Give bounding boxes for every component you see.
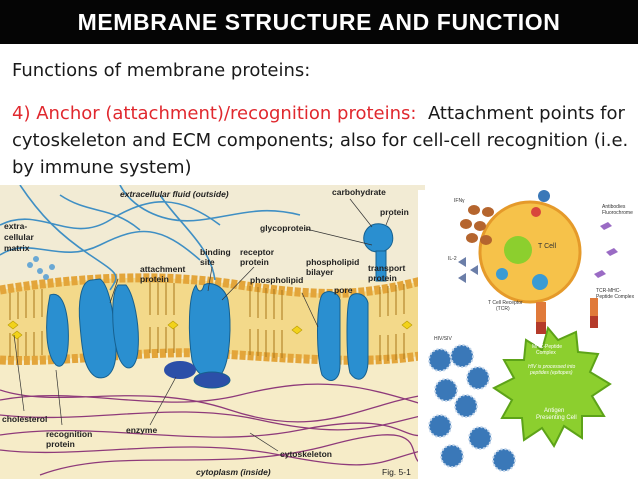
label-extracellular-matrix-1: extra-	[4, 221, 27, 231]
label-il2: IL-2	[448, 256, 457, 262]
receptor-protein	[188, 283, 231, 389]
label-cytoplasm: cytoplasm (inside)	[196, 467, 271, 477]
label-attachment-protein-2: protein	[140, 274, 169, 284]
label-mhc-peptide-1: MHC-Peptide	[532, 344, 562, 350]
label-tcr-1: T Cell Receptor	[488, 300, 523, 306]
label-extracellular-matrix-2: cellular	[4, 232, 34, 242]
immune-diagram: IFNγ IL-2 T Cell Antibodies Fluorochrome…	[418, 190, 638, 479]
label-recognition-protein-1: recognition	[46, 429, 92, 439]
label-recognition-protein-2: protein	[46, 439, 75, 449]
label-apc-2: Presenting Cell	[536, 415, 577, 421]
label-binding-site-1: binding	[200, 247, 231, 257]
label-enzyme: enzyme	[126, 425, 157, 435]
title-bar: MEMBRANE STRUCTURE AND FUNCTION	[0, 0, 638, 44]
label-ifn: IFNγ	[454, 198, 465, 204]
label-antibodies-1: Antibodies	[602, 204, 626, 210]
slide-subtitle: Functions of membrane proteins:	[12, 60, 311, 81]
ifn-cytokines	[460, 205, 494, 245]
label-tcr-2: (TCR)	[496, 306, 510, 312]
label-glycoprotein: glycoprotein	[260, 223, 311, 233]
matrix-dots	[27, 256, 55, 280]
recognition-protein	[46, 293, 69, 367]
slide-title: MEMBRANE STRUCTURE AND FUNCTION	[77, 8, 561, 35]
membrane-diagram: extracellular fluid (outside) carbohydra…	[0, 185, 425, 479]
label-hiv-siv: HIV/SIV	[434, 336, 452, 342]
point-text: 4) Anchor (attachment)/recognition prote…	[12, 100, 632, 181]
label-carbohydrate: carbohydrate	[332, 187, 386, 197]
extracellular-matrix-fibers	[0, 185, 301, 291]
label-mhc-peptide-2: Complex	[536, 350, 556, 356]
label-transport-protein-2: protein	[368, 273, 397, 283]
label-pore: pore	[334, 285, 353, 295]
label-transport-protein-1: transport	[368, 263, 405, 273]
label-receptor-protein-2: protein	[240, 257, 269, 267]
label-cytoskeleton: cytoskeleton	[280, 449, 332, 459]
label-t-cell: T Cell	[538, 243, 557, 250]
enzyme	[164, 361, 196, 379]
label-cholesterol: cholesterol	[2, 414, 47, 424]
label-binding-site-2: site	[200, 257, 215, 267]
label-hiv-processed-2: peptides (epitopes)	[529, 370, 573, 376]
cholesterol-molecules	[7, 320, 413, 340]
label-tcr-mhc-2: Peptide Complex	[596, 294, 635, 300]
hiv-virus-small	[538, 190, 550, 202]
point-body: Attachment points for cytoskeleton and E…	[12, 103, 629, 178]
attachment-protein	[78, 278, 139, 379]
point-heading: 4) Anchor (attachment)/recognition prote…	[12, 103, 417, 124]
transport-protein	[317, 291, 369, 381]
leader-lines	[13, 198, 391, 452]
label-phospholipid-bilayer-2: bilayer	[306, 267, 334, 277]
hiv-viruses	[428, 344, 516, 472]
label-figure-number: Fig. 5-1	[382, 467, 411, 477]
label-receptor-protein-1: receptor	[240, 247, 275, 257]
tcr-mhc-complex	[536, 298, 598, 334]
antigen-presenting-cell	[492, 325, 612, 448]
il2-cytokines	[458, 257, 478, 283]
t-cell	[478, 200, 582, 304]
label-extracellular-fluid: extracellular fluid (outside)	[120, 189, 229, 199]
label-tcr-mhc-1: TCR-MHC-	[596, 288, 621, 294]
label-antibodies-2: Fluorochrome	[602, 210, 633, 216]
label-phospholipid: phospholipid	[250, 275, 303, 285]
cytoskeleton-fibers	[0, 383, 425, 476]
label-apc-1: Antigen	[544, 408, 564, 414]
label-protein: protein	[380, 207, 409, 217]
label-hiv-processed-1: HIV is processed into	[528, 364, 575, 370]
label-attachment-protein-1: attachment	[140, 264, 186, 274]
antibodies	[594, 222, 618, 278]
label-extracellular-matrix-3: matrix	[4, 243, 30, 253]
label-phospholipid-bilayer-1: phospholipid	[306, 257, 359, 267]
